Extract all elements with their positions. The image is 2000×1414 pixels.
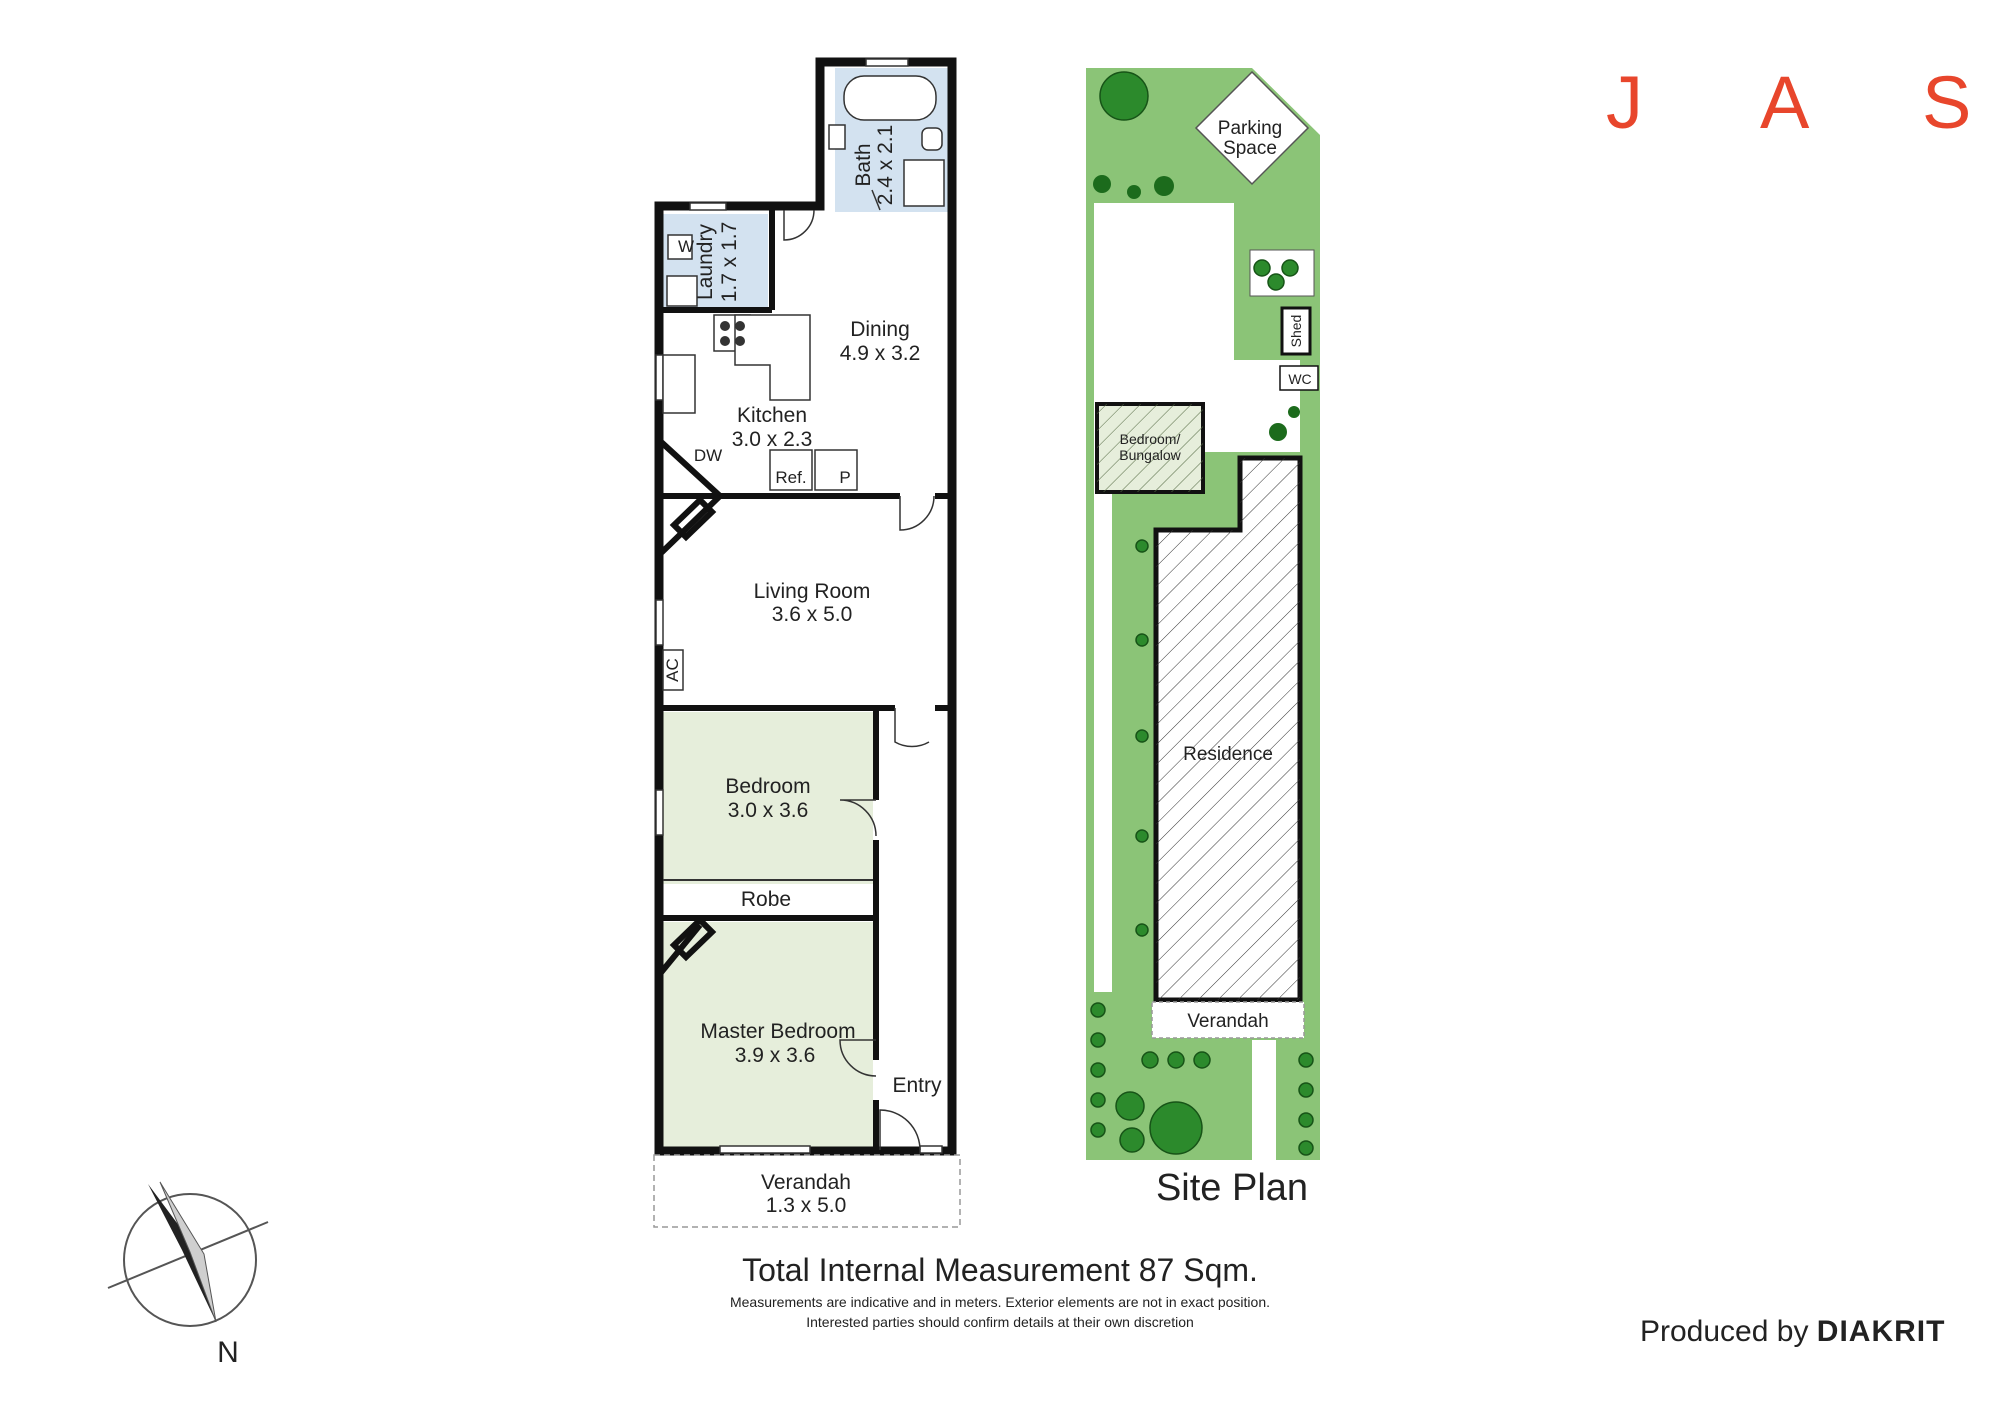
shrub bbox=[1090, 1062, 1106, 1078]
verandah-label: Verandah bbox=[761, 1171, 851, 1194]
palm bbox=[1288, 406, 1300, 418]
residence-label: Residence bbox=[1183, 744, 1273, 765]
outer-walls bbox=[654, 57, 957, 1156]
residence-hatch bbox=[1156, 458, 1300, 1000]
shrub bbox=[1281, 259, 1299, 277]
logo-letter-a: A bbox=[1760, 61, 1810, 144]
driveway bbox=[1094, 203, 1300, 452]
measurement-note: Measurements are indicative and in meter… bbox=[729, 1294, 1271, 1310]
fridge-label: Ref. bbox=[775, 468, 806, 487]
laundry-size: 1.7 x 1.7 bbox=[718, 222, 741, 303]
shrub bbox=[1135, 633, 1149, 647]
shed bbox=[1280, 306, 1312, 356]
kitchen-size: 3.0 x 2.3 bbox=[732, 428, 813, 451]
site-plan-title: Site Plan bbox=[1156, 1167, 1308, 1209]
site-verandah-label: Verandah bbox=[1187, 1011, 1268, 1032]
pantry-label: P bbox=[839, 468, 850, 487]
palm bbox=[1269, 423, 1287, 441]
bedroom-size: 3.0 x 3.6 bbox=[728, 799, 809, 822]
compass: N bbox=[107, 1181, 269, 1369]
bungalow-hatch bbox=[1097, 404, 1203, 492]
logo-letter-s: S bbox=[1922, 61, 1972, 144]
shrub bbox=[1135, 829, 1149, 843]
parking-label-2: Space bbox=[1223, 138, 1277, 159]
shrub bbox=[1090, 1032, 1106, 1048]
master-bedroom-size: 3.9 x 3.6 bbox=[735, 1044, 816, 1067]
north-label: N bbox=[217, 1336, 239, 1369]
washer-label: W bbox=[678, 237, 694, 256]
tree bbox=[1119, 1127, 1145, 1153]
bath-size: 2.4 x 2.1 bbox=[874, 125, 897, 206]
bath-label: Bath bbox=[852, 143, 875, 186]
needle-light bbox=[159, 1181, 217, 1323]
bedroom-label: Bedroom bbox=[725, 775, 810, 798]
shrub bbox=[1298, 1082, 1314, 1098]
dining-label: Dining bbox=[850, 318, 910, 341]
palm bbox=[1093, 175, 1111, 193]
shrub bbox=[1135, 539, 1149, 553]
master-bedroom-label: Master Bedroom bbox=[700, 1020, 855, 1043]
shrub bbox=[1167, 1051, 1185, 1069]
shrub bbox=[1298, 1112, 1314, 1128]
shrub bbox=[1090, 1122, 1106, 1138]
shrub bbox=[1135, 729, 1149, 743]
shrub bbox=[1193, 1051, 1211, 1069]
living-room-size: 3.6 x 5.0 bbox=[772, 603, 853, 626]
bungalow-label-2: Bungalow bbox=[1119, 447, 1181, 463]
parking-label-1: Parking bbox=[1218, 118, 1282, 139]
side-path bbox=[1094, 452, 1112, 992]
palm bbox=[1154, 176, 1174, 196]
stove-burners bbox=[720, 321, 745, 346]
wc bbox=[1279, 365, 1319, 391]
windows bbox=[655, 58, 943, 1154]
palms bbox=[1093, 175, 1300, 441]
kitchen-label: Kitchen bbox=[737, 404, 807, 427]
parking-space bbox=[1194, 70, 1310, 186]
floor-plan: Bath 2.4 x 2.1 Laundry 1.7 x 1.7 Dining … bbox=[653, 57, 961, 1228]
shrub bbox=[1298, 1052, 1314, 1068]
logo-letter-j: J bbox=[1606, 61, 1643, 144]
shrub bbox=[1253, 259, 1271, 277]
front-verandah bbox=[653, 1154, 961, 1228]
shrub bbox=[1135, 923, 1149, 937]
tree bbox=[1115, 1091, 1145, 1121]
total-measurement: Total Internal Measurement 87 Sqm. bbox=[742, 1252, 1258, 1288]
shrub bbox=[1141, 1051, 1159, 1069]
shed-label: Shed bbox=[1288, 315, 1304, 348]
site-verandah bbox=[1151, 1001, 1305, 1039]
fixtures bbox=[662, 75, 945, 691]
dishwasher-label: DW bbox=[694, 446, 722, 465]
compass-ring bbox=[123, 1193, 257, 1327]
shrub bbox=[1090, 1092, 1106, 1108]
fireplaces bbox=[669, 495, 717, 962]
dining-size: 4.9 x 3.2 bbox=[840, 342, 921, 365]
trees bbox=[1090, 71, 1314, 1156]
produced-by-prefix: Produced by bbox=[1640, 1315, 1809, 1348]
tree bbox=[1149, 1101, 1203, 1155]
master-bedroom-fill bbox=[663, 922, 873, 1147]
shrub bbox=[1267, 273, 1285, 291]
verandah-size: 1.3 x 5.0 bbox=[766, 1194, 847, 1217]
tree bbox=[1099, 71, 1149, 121]
front-path bbox=[1252, 1040, 1276, 1160]
discretion-note: Interested parties should confirm detail… bbox=[806, 1314, 1194, 1330]
site-plan: Parking Space Residence Verandah Bedroom… bbox=[1086, 68, 1320, 1209]
living-room-label: Living Room bbox=[754, 580, 871, 603]
doors bbox=[783, 189, 935, 1151]
robe-label: Robe bbox=[741, 888, 791, 911]
bungalow-label-1: Bedroom/ bbox=[1120, 431, 1181, 447]
entry-label: Entry bbox=[892, 1074, 942, 1097]
producer-brand: DIAKRIT bbox=[1816, 1315, 1946, 1348]
ac-label: AC bbox=[663, 658, 682, 682]
shrub bbox=[1298, 1140, 1314, 1156]
bedroom-fill bbox=[663, 712, 873, 884]
palm bbox=[1127, 185, 1141, 199]
laundry-label: Laundry bbox=[694, 224, 717, 300]
shrub bbox=[1090, 1002, 1106, 1018]
produced-by: Produced by DIAKRIT bbox=[1640, 1315, 1945, 1349]
wc-label: WC bbox=[1288, 371, 1311, 387]
